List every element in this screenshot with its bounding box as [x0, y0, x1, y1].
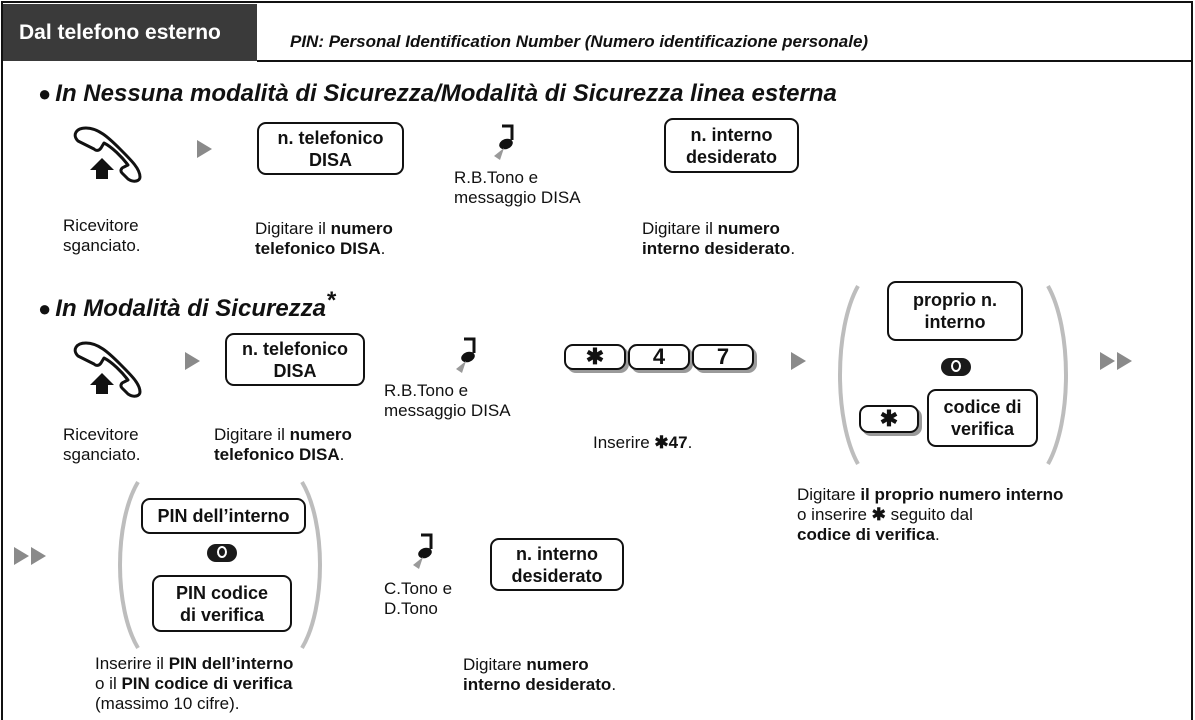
next-step-arrow-icon	[185, 352, 200, 370]
bullet-icon: ●	[38, 81, 52, 106]
left-parenthesis	[832, 284, 862, 471]
or-separator	[207, 544, 237, 562]
or-separator	[941, 358, 971, 376]
enter-star-47-instruction: Inserire ✱47.	[593, 433, 693, 452]
tone-caption: R.B.Tono e messaggio DISA	[384, 381, 511, 420]
left-parenthesis	[112, 480, 142, 655]
section2-heading: ●In Modalità di Sicurezza*	[38, 287, 336, 322]
dial-extension-instruction: Digitare numero interno desiderato.	[463, 655, 617, 694]
tone-note-icon	[413, 531, 439, 571]
tone-caption: C.Tono e D.Tono	[384, 579, 453, 618]
tone-note-icon	[494, 122, 520, 162]
off-hook-handset-icon	[68, 123, 154, 183]
dial-extension-instruction: Digitare il numero interno desiderato.	[642, 219, 796, 258]
off-hook-handset-icon	[68, 338, 154, 398]
next-step-arrow-icon	[791, 352, 806, 370]
handset-caption: Ricevitore sganciato.	[63, 425, 141, 464]
extension-pin-key: PIN dell’interno	[141, 498, 306, 534]
tone-caption: R.B.Tono e messaggio DISA	[454, 168, 581, 207]
right-parenthesis	[298, 480, 328, 655]
continue-double-arrow-icon	[1100, 352, 1132, 370]
continue-double-arrow-icon	[14, 547, 46, 565]
key-7: 7	[692, 344, 754, 370]
footnote-asterisk: *	[326, 287, 336, 314]
right-parenthesis	[1044, 284, 1074, 471]
bullet-icon: ●	[38, 296, 52, 321]
dial-disa-instruction: Digitare il numero telefonico DISA.	[255, 219, 393, 258]
pin-definition-note: PIN: Personal Identification Number (Num…	[290, 32, 869, 51]
key-star: ✱	[859, 405, 919, 433]
tone-note-icon	[456, 335, 482, 375]
handset-caption: Ricevitore sganciato.	[63, 216, 141, 255]
own-extension-key: proprio n.interno	[887, 281, 1023, 341]
dial-disa-instruction: Digitare il numero telefonico DISA.	[214, 425, 352, 464]
tab-divider	[257, 60, 1193, 62]
section-tab: Dal telefono esterno	[3, 4, 257, 61]
pin-instruction: Inserire il PIN dell’interno o il PIN co…	[95, 654, 294, 713]
section1-heading: ●In Nessuna modalità di Sicurezza/Modali…	[38, 80, 837, 107]
next-step-arrow-icon	[197, 140, 212, 158]
own-extension-instruction: Digitare il proprio numero interno o ins…	[797, 485, 1064, 544]
key-star: ✱	[564, 344, 626, 370]
key-4: 4	[628, 344, 690, 370]
